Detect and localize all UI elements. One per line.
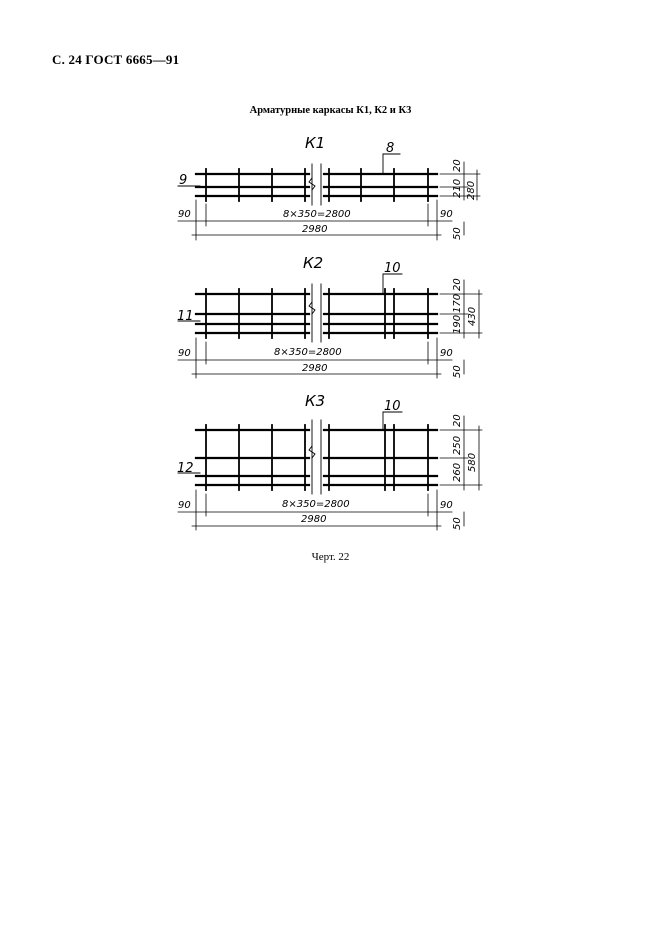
frame-k2-bottom-offset: 50 — [452, 365, 463, 378]
frame-k1-top-offset: 20 — [452, 159, 463, 172]
frame-k2-dimensions — [177, 279, 483, 379]
frame-k2-leaders — [177, 273, 403, 322]
frame-k2-left-end: 90 — [178, 348, 191, 359]
frame-k2-top-position: 10 — [384, 261, 401, 276]
frame-k1-break — [308, 163, 322, 206]
frame-k1-top-position: 8 — [386, 141, 394, 156]
frame-k3-span-2: 260 — [452, 463, 463, 482]
frame-k3-top-position: 10 — [384, 399, 401, 414]
frame-k3-total-length: 2980 — [301, 514, 326, 525]
frame-k3: К3 12 10 — [177, 392, 483, 531]
figure-caption: Черт. 22 — [311, 551, 350, 563]
frame-k2-name: К2 — [303, 254, 323, 272]
frame-k1-span-1: 210 — [452, 179, 463, 198]
frame-k1-name: К1 — [305, 134, 325, 152]
frame-k3-dimensions — [177, 415, 483, 531]
frame-k3-spacing: 8×350=2800 — [282, 499, 350, 510]
frame-k3-right-end: 90 — [440, 500, 453, 511]
frame-k1-dimensions — [177, 161, 481, 241]
frame-k2-left-position: 11 — [177, 309, 194, 324]
frame-k3-top-offset: 20 — [452, 414, 463, 427]
document-title: Арматурные каркасы К1, К2 и К3 — [249, 105, 412, 116]
frame-k3-rods — [194, 428, 439, 487]
frame-k1-left-position: 9 — [179, 173, 187, 188]
frame-k2-rods — [194, 292, 439, 335]
frame-k1: К1 9 8 — [177, 134, 481, 241]
frame-k3-left-position: 12 — [177, 461, 194, 476]
frame-k2-total-height: 430 — [467, 307, 478, 326]
frame-k2-total-length: 2980 — [302, 363, 327, 374]
frame-k3-cross-bars — [205, 424, 429, 491]
frame-k1-spacing: 8×350=2800 — [283, 209, 351, 220]
frame-k1-total-length: 2980 — [302, 224, 327, 235]
frame-k1-rods — [194, 172, 439, 198]
frame-k1-cross-bars — [205, 168, 429, 202]
frame-k3-bottom-offset: 50 — [452, 517, 463, 530]
frame-k1-right-end: 90 — [440, 209, 453, 220]
frame-k2-right-end: 90 — [440, 348, 453, 359]
frame-k1-bottom-offset: 50 — [452, 227, 463, 240]
frame-k3-span-1: 250 — [452, 436, 463, 455]
frame-k3-left-end: 90 — [178, 500, 191, 511]
frame-k1-left-end: 90 — [178, 209, 191, 220]
frame-k3-total-height: 580 — [467, 453, 478, 472]
frame-k2-cross-bars — [205, 288, 429, 339]
frame-k2-span-1: 170 — [452, 294, 463, 313]
frame-k1-total-height: 280 — [466, 181, 477, 200]
frame-k2-top-offset: 20 — [452, 278, 463, 291]
frame-k3-name: К3 — [305, 392, 325, 410]
frame-k2-break — [308, 283, 322, 343]
frame-k3-leaders — [177, 411, 403, 474]
frame-k2-span-2: 190 — [452, 315, 463, 334]
page-header: С. 24 ГОСТ 6665—91 — [52, 52, 180, 67]
frame-k2-spacing: 8×350=2800 — [274, 347, 342, 358]
frame-k2: К2 11 10 — [177, 254, 483, 379]
frame-k1-leaders — [177, 153, 401, 187]
frame-k3-break — [308, 419, 322, 495]
